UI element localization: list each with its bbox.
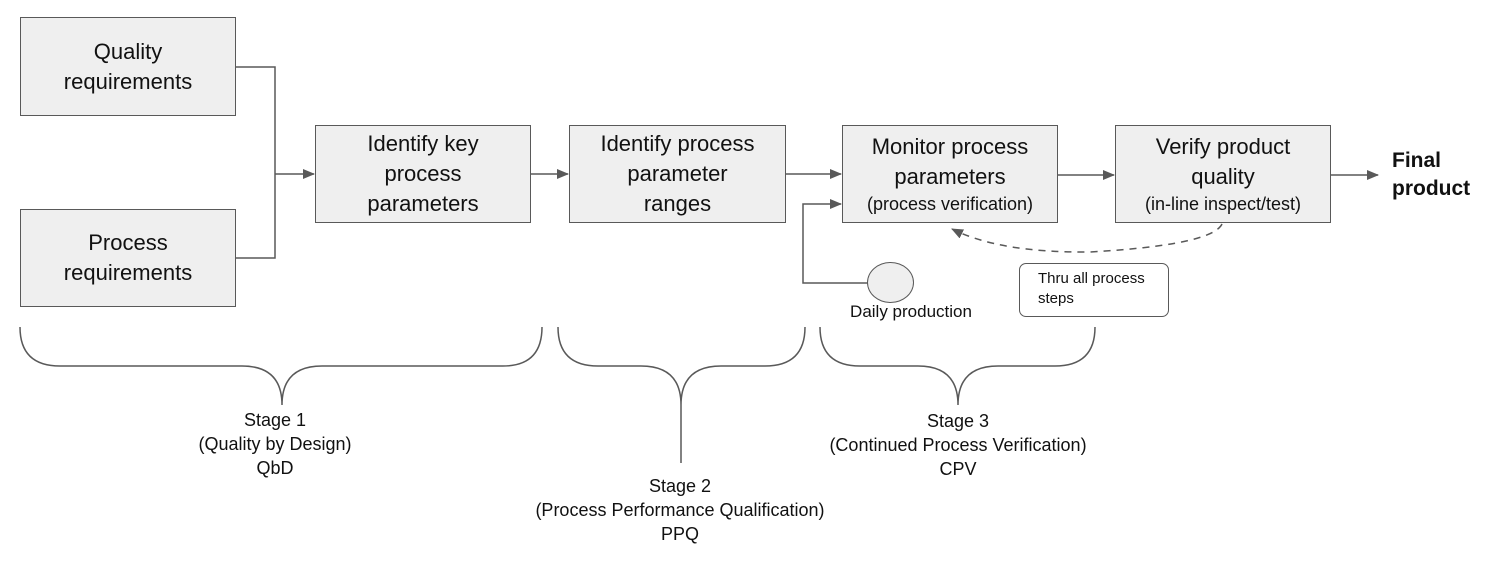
identify-key-parameters-box: Identify key process parameters — [315, 125, 531, 223]
stage-2-brace — [557, 326, 806, 406]
process-requirements-box: Process requirements — [20, 209, 236, 307]
identify-parameter-ranges-box: Identify process parameter ranges — [569, 125, 786, 223]
final-product-label: Final product — [1392, 149, 1471, 200]
stage-1-label: Stage 1 (Quality by Design) QbD — [198, 410, 352, 478]
box-text-line: process — [384, 161, 462, 186]
box-text-line: Process — [88, 230, 168, 255]
daily-production-label: Daily production — [850, 302, 972, 321]
box-text-line: ranges — [643, 191, 712, 216]
join-connector — [236, 66, 276, 259]
daily-production-connector — [802, 199, 868, 284]
monitor-process-parameters-box: Monitor process parameters (process veri… — [842, 125, 1058, 223]
stage-2-label: Stage 2 (Process Performance Qualificati… — [535, 476, 825, 544]
verify-product-quality-box: Verify product quality (in-line inspect/… — [1115, 125, 1331, 223]
box-text-line: parameters — [367, 191, 479, 216]
thru-all-process-steps-note: Thru all process steps — [1019, 263, 1169, 317]
box-text-line: Identify key — [367, 131, 479, 156]
box-subtitle: (in-line inspect/test) — [1144, 194, 1302, 214]
box-text-line: Monitor process — [871, 134, 1029, 159]
box-text-line: requirements — [63, 260, 193, 285]
box-text-line: requirements — [63, 68, 193, 94]
box-subtitle: (process verification) — [866, 194, 1034, 214]
box-text-line: Quality — [93, 38, 163, 64]
box-text-line: parameter — [627, 161, 728, 186]
stage-3-brace — [819, 326, 1096, 406]
box-text-line: parameters — [894, 164, 1006, 189]
box-text-line: Identify process — [600, 131, 755, 156]
quality-requirements-box: Quality requirements — [20, 17, 236, 116]
daily-production-circle — [867, 262, 914, 303]
stage-3-label: Stage 3 (Continued Process Verification)… — [829, 411, 1087, 479]
box-text-line: quality — [1191, 164, 1255, 189]
feedback-dashed-arrow — [951, 223, 1223, 253]
box-text-line: Verify product — [1155, 134, 1291, 159]
stage-1-brace — [19, 326, 543, 406]
